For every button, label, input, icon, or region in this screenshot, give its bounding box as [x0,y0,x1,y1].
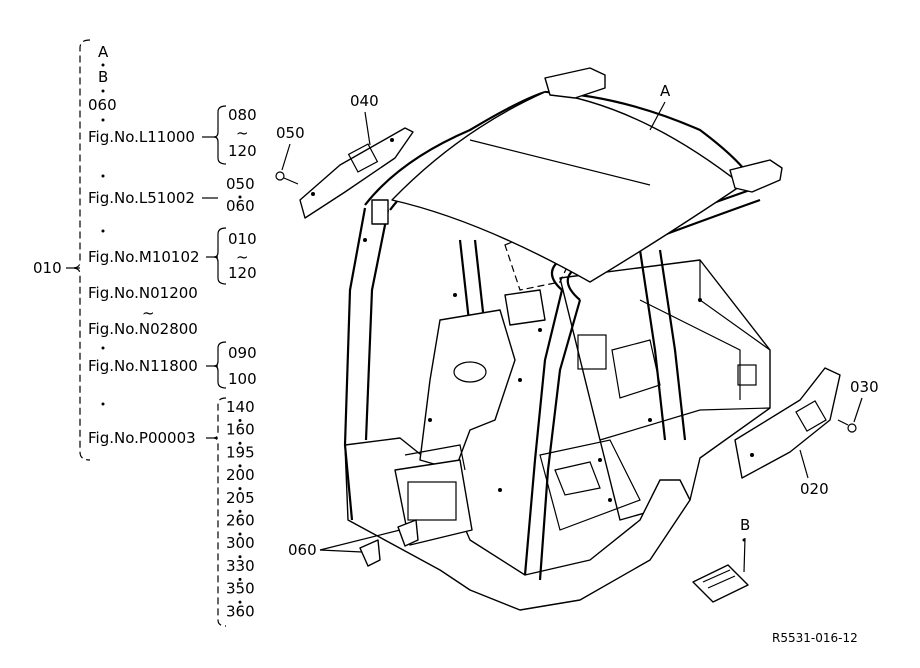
ref-050: 050 [226,175,255,193]
part-b-decal [692,564,749,603]
callout-060: 060 [288,541,317,559]
fig-l11000: Fig.No.L11000 [88,128,195,146]
parts-index: 010 A B 060 Fig.No.L11000 080 ~ 120 Fig.… [33,39,257,627]
ref-080: 080 [228,106,257,124]
top-ref-060: 060 [88,96,117,114]
ref-separator-dot [238,464,242,468]
ref-p00003-item: 360 [226,602,255,620]
ref-p00003-item: 195 [226,443,255,461]
ref-p00003-item: 160 [226,421,255,439]
ref-090: 090 [228,344,257,362]
top-ref-b: B [98,68,108,86]
ref-separator-dot [238,577,242,581]
cab-assembly [343,67,783,611]
fig-m10102: Fig.No.M10102 [88,248,200,266]
ref-010: 010 [228,230,257,248]
ref-tilde-2: ~ [236,248,249,266]
part-040-plate [299,127,414,219]
ref-separator-dot [238,487,242,491]
fig-p00003: Fig.No.P00003 [88,429,196,447]
fig-range-tilde: ~ [142,304,155,322]
fig-n11800: Fig.No.N11800 [88,357,198,375]
ref-p00003-item: 330 [226,557,255,575]
part-030-bolt [837,419,857,433]
ref-separator-dot [238,509,242,513]
fig-n01200: Fig.No.N01200 [88,284,198,302]
ref-p00003-item: 350 [226,580,255,598]
callouts: 040 050 A 030 020 B 060 [276,82,879,573]
ref-p00003-item: 300 [226,534,255,552]
drawing-code: R5531-016-12 [772,631,858,645]
main-ref-label: 010 [33,259,62,277]
ref-120-b: 120 [228,264,257,282]
ref-100: 100 [228,370,257,388]
ref-separator-dot [238,419,242,422]
ref-p00003-item: 140 [226,398,255,416]
callout-b: B [740,516,750,534]
part-020-plate [734,367,841,479]
ref-separator-dot [238,532,242,536]
callout-a: A [660,82,671,100]
ref-separator-dot [238,441,242,445]
part-060-brackets [359,519,419,567]
ref-120-a: 120 [228,142,257,160]
callout-040: 040 [350,92,379,110]
ref-p00003-item: 260 [226,512,255,530]
main-bracket [71,39,91,461]
callout-030: 030 [850,378,879,396]
ref-p00003-item: 200 [226,466,255,484]
callout-050: 050 [276,124,305,142]
ref-separator-dot [238,555,242,559]
ref-p00003-item: 205 [226,489,255,507]
fig-n02800: Fig.No.N02800 [88,320,198,338]
callout-020: 020 [800,480,829,498]
ref-tilde-1: ~ [236,124,249,142]
part-050-bolt [275,171,299,185]
fig-l51002: Fig.No.L51002 [88,189,195,207]
top-ref-a: A [98,43,109,61]
ref-060: 060 [226,197,255,215]
ref-separator-dot [238,600,242,604]
